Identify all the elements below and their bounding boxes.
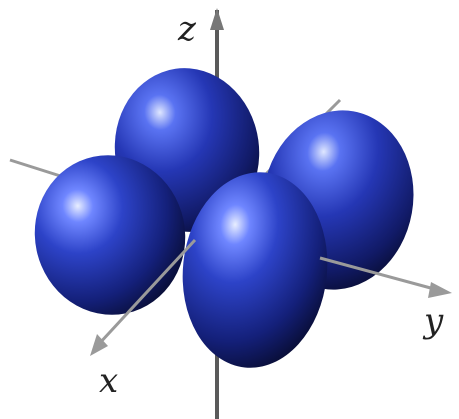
z-axis-arrowhead — [210, 8, 224, 30]
x-axis-label: x — [99, 361, 118, 401]
z-axis-label: z — [177, 9, 197, 49]
y-axis-label: y — [422, 301, 444, 341]
y-axis-arrowhead — [428, 282, 452, 298]
